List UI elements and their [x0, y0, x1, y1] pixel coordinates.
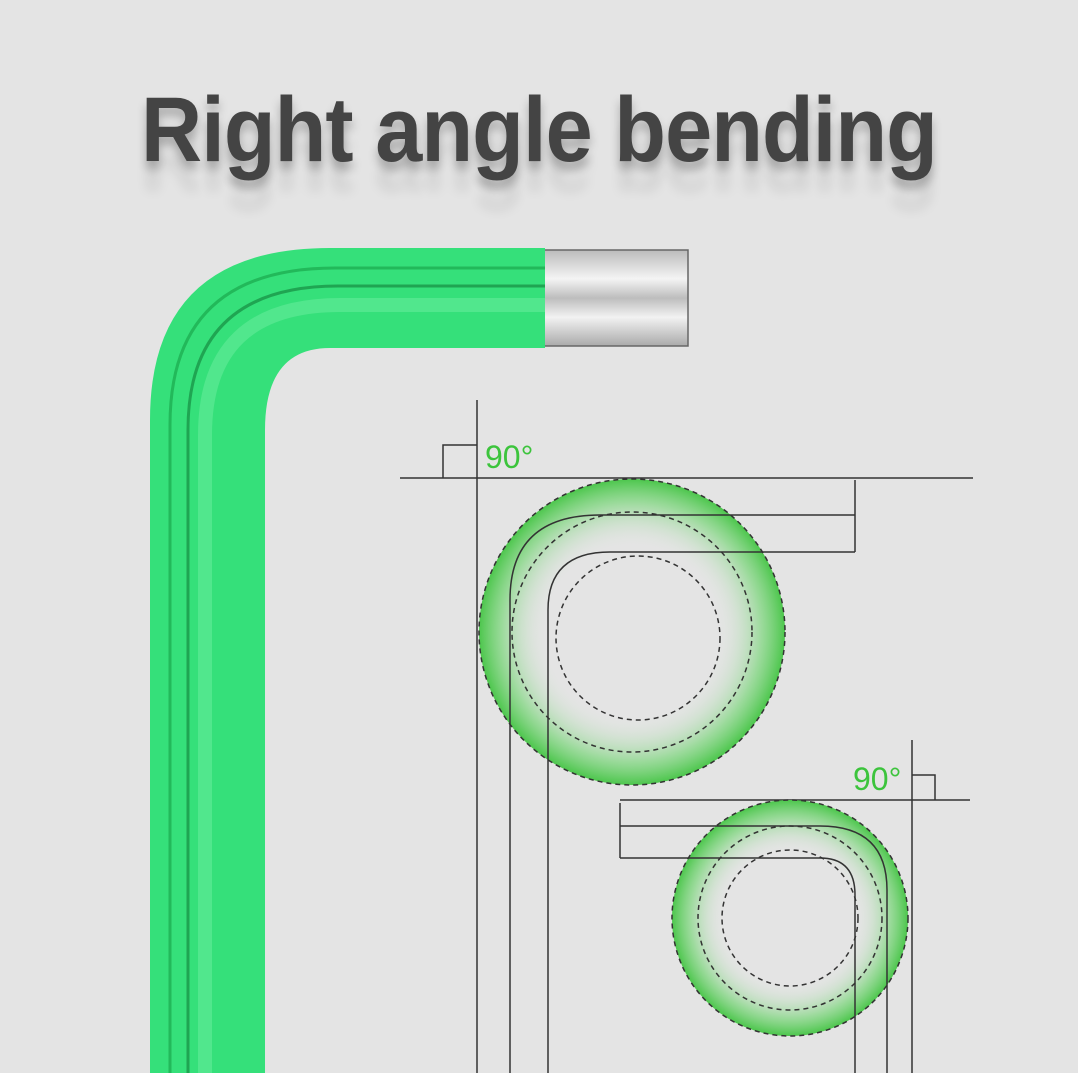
key-green-sleeve — [150, 248, 545, 1073]
angle-label-1: 90° — [485, 439, 533, 475]
headline: Right angle bending — [141, 79, 938, 181]
bend-diagram-small — [619, 740, 970, 1073]
angle-label-2: 90° — [853, 761, 901, 797]
hex-key — [150, 248, 689, 1073]
bend-diagram-large — [400, 400, 973, 1073]
key-steel-tip — [539, 249, 689, 347]
